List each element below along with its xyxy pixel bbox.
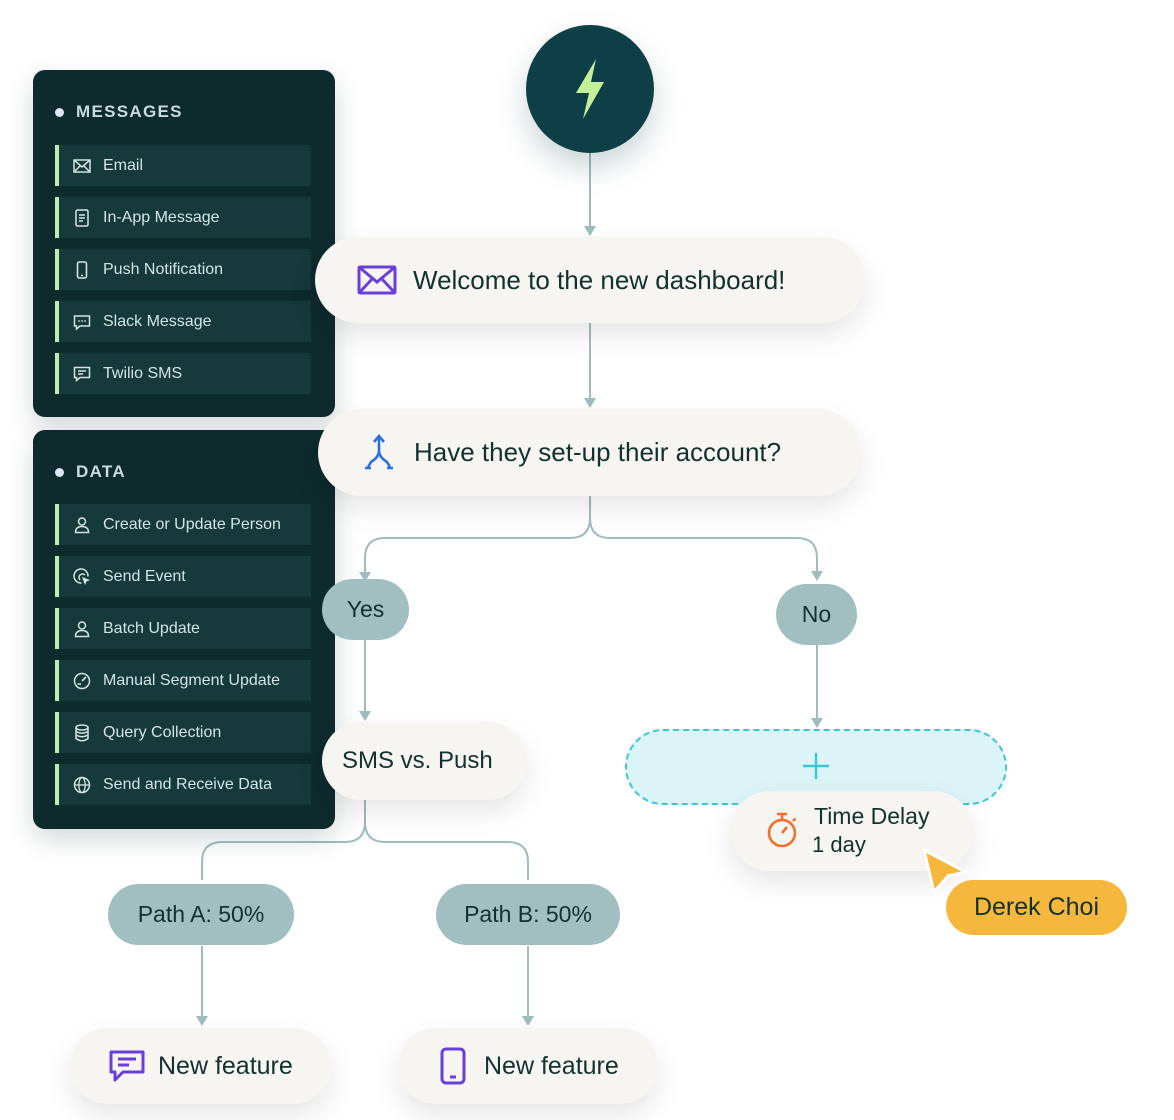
sidebar-item-label: Push Notification <box>103 260 224 278</box>
data-panel-title: DATA <box>55 462 126 482</box>
messages-panel: MESSAGES Email In-App Message Push Notif… <box>33 70 335 417</box>
sms-message-node[interactable]: New feature <box>70 1028 331 1104</box>
sidebar-item-label: Manual Segment Update <box>103 671 280 689</box>
trigger-node[interactable] <box>526 25 654 153</box>
email-node[interactable]: Welcome to the new dashboard! <box>315 237 865 323</box>
split-node[interactable]: SMS vs. Push <box>322 722 527 800</box>
sidebar-item-label: Create or Update Person <box>103 515 281 533</box>
sidebar-item-in-app-message[interactable]: In-App Message <box>55 197 311 238</box>
sidebar-item-manual-segment-update[interactable]: Manual Segment Update <box>55 660 311 701</box>
collaborator-name: Derek Choi <box>973 893 1100 921</box>
sidebar-item-email[interactable]: Email <box>55 145 311 186</box>
branch-node[interactable]: Have they set-up their account? <box>318 409 861 496</box>
email-node-label: Welcome to the new dashboard! <box>413 264 786 295</box>
person-icon <box>74 516 90 533</box>
sidebar-item-label: Send Event <box>103 567 186 585</box>
chat-bubble-icon <box>73 314 91 331</box>
sidebar-item-query-collection[interactable]: Query Collection <box>55 712 311 753</box>
sidebar-item-label: Batch Update <box>103 619 200 637</box>
no-branch-pill[interactable]: No <box>776 584 857 645</box>
branch-split-icon <box>365 433 393 469</box>
branch-node-label: Have they set-up their account? <box>414 437 782 467</box>
sms-node-label: New feature <box>158 1051 293 1080</box>
plus-icon[interactable] <box>801 751 831 781</box>
yes-branch-pill[interactable]: Yes <box>322 579 409 640</box>
path-b-pill[interactable]: Path B: 50% <box>436 884 620 945</box>
sidebar-item-label: In-App Message <box>103 208 220 226</box>
sidebar-item-push-notification[interactable]: Push Notification <box>55 249 311 290</box>
split-node-label: SMS vs. Push <box>342 747 493 774</box>
yes-label: Yes <box>346 596 385 622</box>
database-icon <box>75 723 89 741</box>
bullet-icon <box>55 107 64 117</box>
no-label: No <box>801 601 832 627</box>
envelope-icon <box>357 265 397 295</box>
stopwatch-icon <box>767 812 797 848</box>
data-panel: DATA Create or Update Person Send Event … <box>33 430 335 829</box>
sidebar-item-label: Twilio SMS <box>103 364 183 382</box>
push-notification-node[interactable]: New feature <box>398 1028 658 1104</box>
time-delay-title: Time Delay <box>814 803 930 829</box>
sidebar-item-batch-update[interactable]: Batch Update <box>55 608 311 649</box>
phone-icon <box>440 1047 466 1085</box>
sidebar-item-slack-message[interactable]: Slack Message <box>55 301 311 342</box>
collaborator-name-badge: Derek Choi <box>946 880 1127 935</box>
sidebar-item-send-event[interactable]: Send Event <box>55 556 311 597</box>
bullet-icon <box>55 467 64 477</box>
path-a-label: Path A: 50% <box>137 901 265 927</box>
envelope-icon <box>73 158 91 173</box>
sidebar-item-send-and-receive-data[interactable]: Send and Receive Data <box>55 764 311 805</box>
lightning-icon <box>576 59 604 119</box>
sidebar-item-label: Send and Receive Data <box>103 775 272 793</box>
globe-icon <box>73 776 91 793</box>
sidebar-item-label: Email <box>103 156 144 174</box>
sms-icon <box>73 366 91 382</box>
push-node-label: New feature <box>484 1051 619 1080</box>
phone-icon <box>76 260 88 279</box>
sidebar-item-label: Slack Message <box>103 312 212 330</box>
sidebar-item-label: Query Collection <box>103 723 222 741</box>
path-a-pill[interactable]: Path A: 50% <box>108 884 294 945</box>
gauge-icon <box>73 672 91 689</box>
sidebar-item-twilio-sms[interactable]: Twilio SMS <box>55 353 311 394</box>
sms-icon <box>109 1050 145 1082</box>
time-delay-value: 1 day <box>812 832 866 857</box>
path-b-label: Path B: 50% <box>464 901 592 927</box>
document-icon <box>75 208 89 227</box>
person-icon <box>74 620 90 637</box>
collaborator-cursor-icon <box>922 848 968 894</box>
messages-panel-title: MESSAGES <box>55 102 183 122</box>
sidebar-item-create-or-update-person[interactable]: Create or Update Person <box>55 504 311 545</box>
cursor-click-icon <box>73 567 90 585</box>
